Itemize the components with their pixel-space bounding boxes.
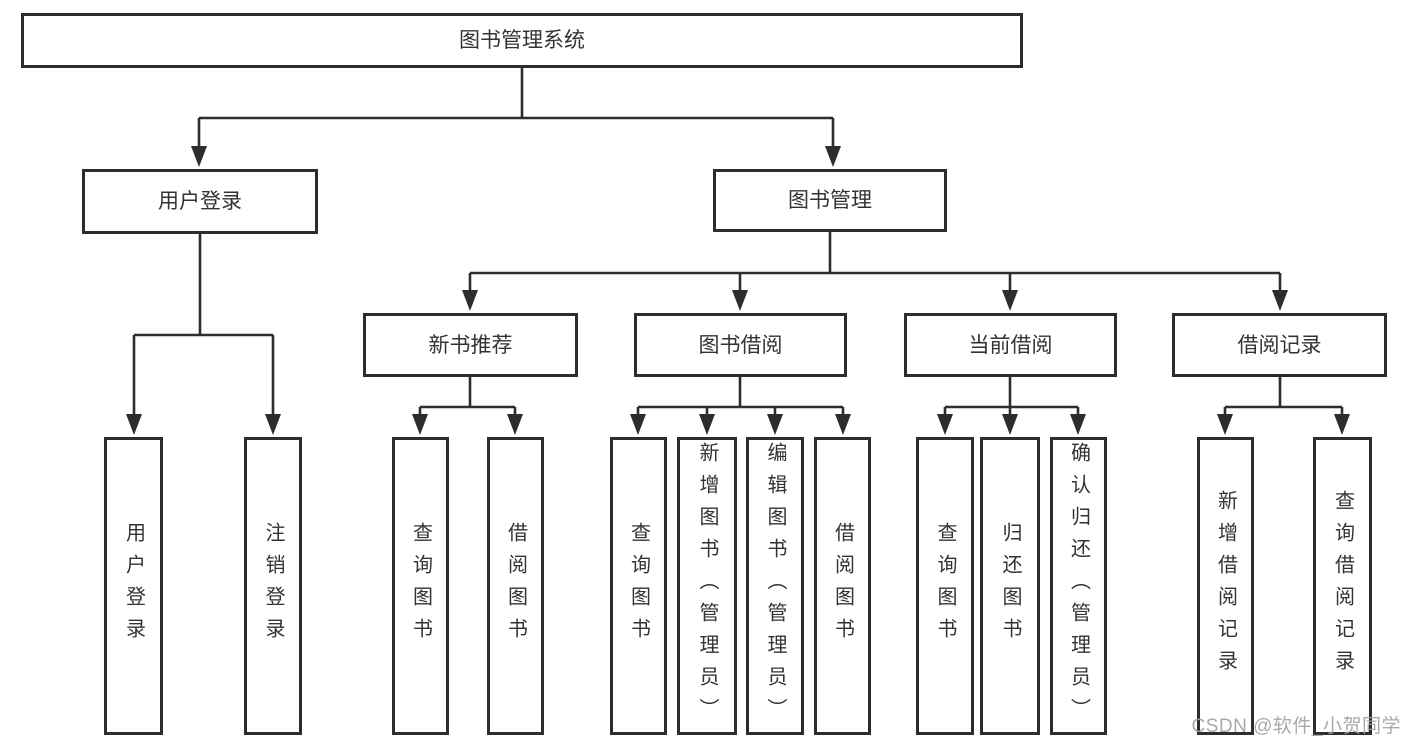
node-label: 新增图书（管理员） (696, 442, 718, 730)
node-borrowing-records: 借阅记录 (1172, 313, 1387, 377)
node-label: 用户登录 (122, 522, 145, 650)
node-label: 注销登录 (262, 522, 284, 650)
node-label: 新增借阅记录 (1214, 490, 1237, 682)
node-query-books-2: 查询图书 (610, 437, 667, 735)
node-logout: 注销登录 (244, 437, 302, 735)
node-label: 查询图书 (627, 522, 650, 650)
node-book-management: 图书管理 (713, 169, 947, 232)
node-library-system: 图书管理系统 (21, 13, 1023, 68)
node-new-book-recommendation: 新书推荐 (363, 313, 578, 377)
node-add-book-admin: 新增图书（管理员） (677, 437, 737, 735)
node-label: 图书管理 (788, 189, 872, 212)
node-current-borrowing: 当前借阅 (904, 313, 1117, 377)
node-borrow-books-2: 借阅图书 (814, 437, 871, 735)
node-label: 图书管理系统 (459, 29, 585, 52)
node-user-login-leaf: 用户登录 (104, 437, 163, 735)
node-label: 确认归还（管理员） (1067, 442, 1090, 730)
node-label: 编辑图书（管理员） (764, 442, 786, 730)
node-add-borrow-record: 新增借阅记录 (1197, 437, 1254, 735)
node-label: 归还图书 (999, 522, 1021, 650)
node-user-login: 用户登录 (82, 169, 318, 234)
node-label: 新书推荐 (428, 333, 513, 357)
node-label: 查询图书 (409, 522, 432, 650)
node-book-borrowing: 图书借阅 (634, 313, 847, 377)
node-label: 用户登录 (158, 190, 242, 213)
node-return-books: 归还图书 (980, 437, 1040, 735)
csdn-watermark: CSDN @软件_小贺同学 (1191, 716, 1401, 737)
node-label: 借阅图书 (504, 522, 527, 650)
node-label: 借阅图书 (831, 522, 854, 650)
node-label: 当前借阅 (968, 333, 1053, 357)
node-label: 查询图书 (934, 522, 956, 650)
node-query-books-1: 查询图书 (392, 437, 449, 735)
node-confirm-return-admin: 确认归还（管理员） (1050, 437, 1107, 735)
node-edit-book-admin: 编辑图书（管理员） (746, 437, 804, 735)
node-borrow-books-1: 借阅图书 (487, 437, 544, 735)
node-label: 查询借阅记录 (1331, 490, 1354, 682)
node-label: 借阅记录 (1237, 333, 1322, 357)
node-label: 图书借阅 (698, 333, 783, 357)
node-query-borrow-record: 查询借阅记录 (1313, 437, 1372, 735)
node-query-books-3: 查询图书 (916, 437, 974, 735)
